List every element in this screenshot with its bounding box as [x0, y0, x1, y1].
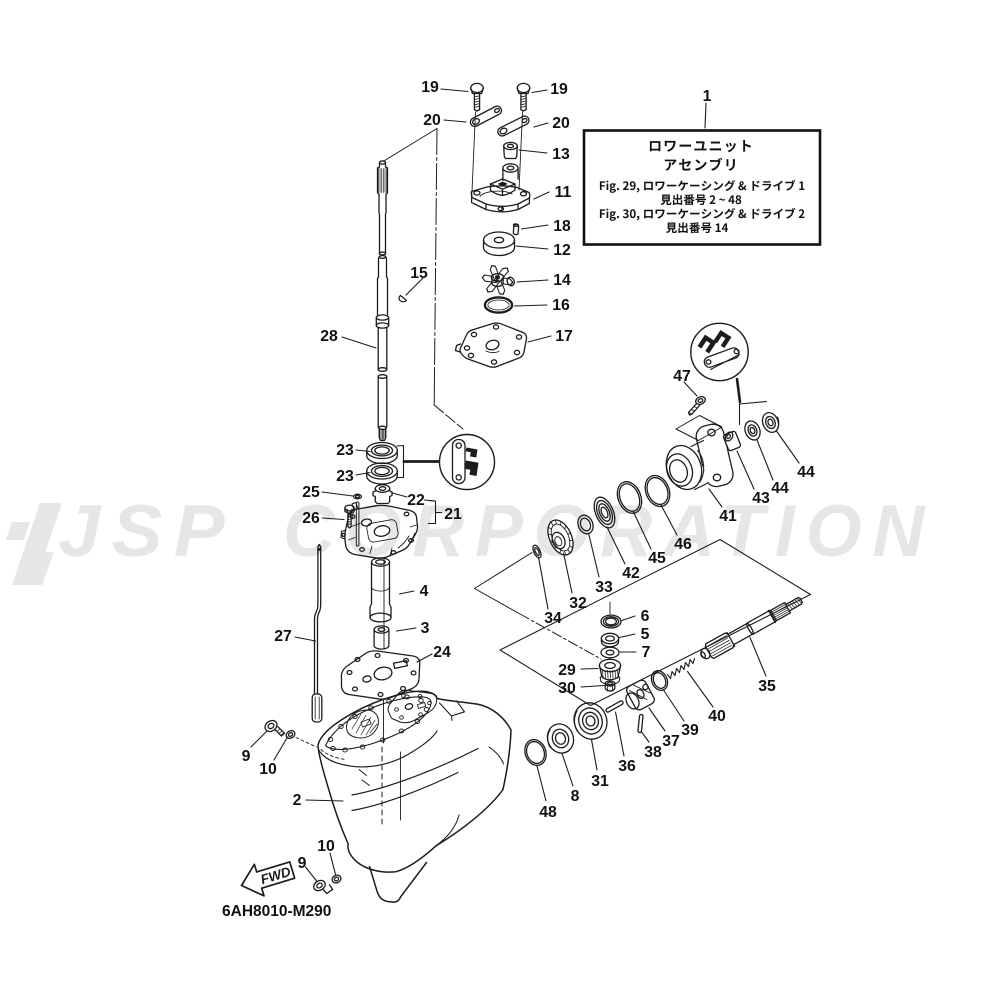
svg-text:27: 27 [274, 628, 292, 645]
svg-text:48: 48 [539, 804, 557, 821]
svg-text:18: 18 [553, 218, 571, 235]
svg-text:36: 36 [618, 758, 636, 775]
svg-text:19: 19 [550, 81, 568, 98]
svg-text:37: 37 [662, 733, 680, 750]
svg-text:42: 42 [622, 565, 640, 582]
svg-text:23: 23 [336, 468, 354, 485]
svg-text:17: 17 [555, 328, 573, 345]
svg-text:28: 28 [320, 328, 338, 345]
svg-text:43: 43 [752, 490, 770, 507]
svg-text:19: 19 [421, 79, 439, 96]
svg-text:11: 11 [555, 184, 572, 201]
svg-text:20: 20 [552, 115, 570, 132]
svg-text:21: 21 [444, 506, 462, 523]
svg-text:33: 33 [595, 579, 613, 596]
svg-text:44: 44 [771, 480, 789, 497]
svg-text:JSP: JSP [58, 491, 236, 572]
svg-text:22: 22 [407, 492, 425, 509]
svg-text:1: 1 [703, 88, 712, 105]
svg-text:7: 7 [642, 644, 651, 661]
svg-text:38: 38 [644, 744, 662, 761]
svg-text:8: 8 [571, 788, 580, 805]
svg-text:30: 30 [558, 680, 576, 697]
svg-text:41: 41 [719, 508, 737, 525]
svg-text:6AH8010-M290: 6AH8010-M290 [222, 903, 331, 920]
svg-text:24: 24 [433, 644, 451, 661]
svg-text:4: 4 [420, 583, 429, 600]
svg-text:31: 31 [591, 773, 609, 790]
svg-text:20: 20 [423, 112, 441, 129]
svg-text:16: 16 [552, 297, 570, 314]
svg-text:15: 15 [410, 265, 428, 282]
svg-text:23: 23 [336, 442, 354, 459]
svg-text:47: 47 [673, 368, 691, 385]
svg-text:39: 39 [681, 722, 699, 739]
svg-text:12: 12 [553, 242, 571, 259]
svg-text:2: 2 [293, 792, 302, 809]
svg-text:14: 14 [553, 272, 571, 289]
svg-text:40: 40 [708, 708, 726, 725]
svg-text:44: 44 [797, 464, 815, 481]
svg-text:34: 34 [544, 610, 562, 627]
svg-text:25: 25 [302, 484, 320, 501]
svg-text:5: 5 [641, 626, 650, 643]
svg-text:26: 26 [302, 510, 320, 527]
svg-text:9: 9 [298, 855, 307, 872]
svg-text:9: 9 [242, 748, 251, 765]
svg-text:46: 46 [674, 536, 692, 553]
svg-text:32: 32 [569, 595, 587, 612]
svg-text:6: 6 [641, 608, 650, 625]
svg-text:45: 45 [648, 550, 666, 567]
svg-text:13: 13 [552, 146, 570, 163]
svg-text:29: 29 [558, 662, 576, 679]
svg-text:10: 10 [259, 761, 277, 778]
svg-text:3: 3 [421, 620, 430, 637]
svg-text:10: 10 [317, 838, 335, 855]
svg-text:35: 35 [758, 678, 776, 695]
